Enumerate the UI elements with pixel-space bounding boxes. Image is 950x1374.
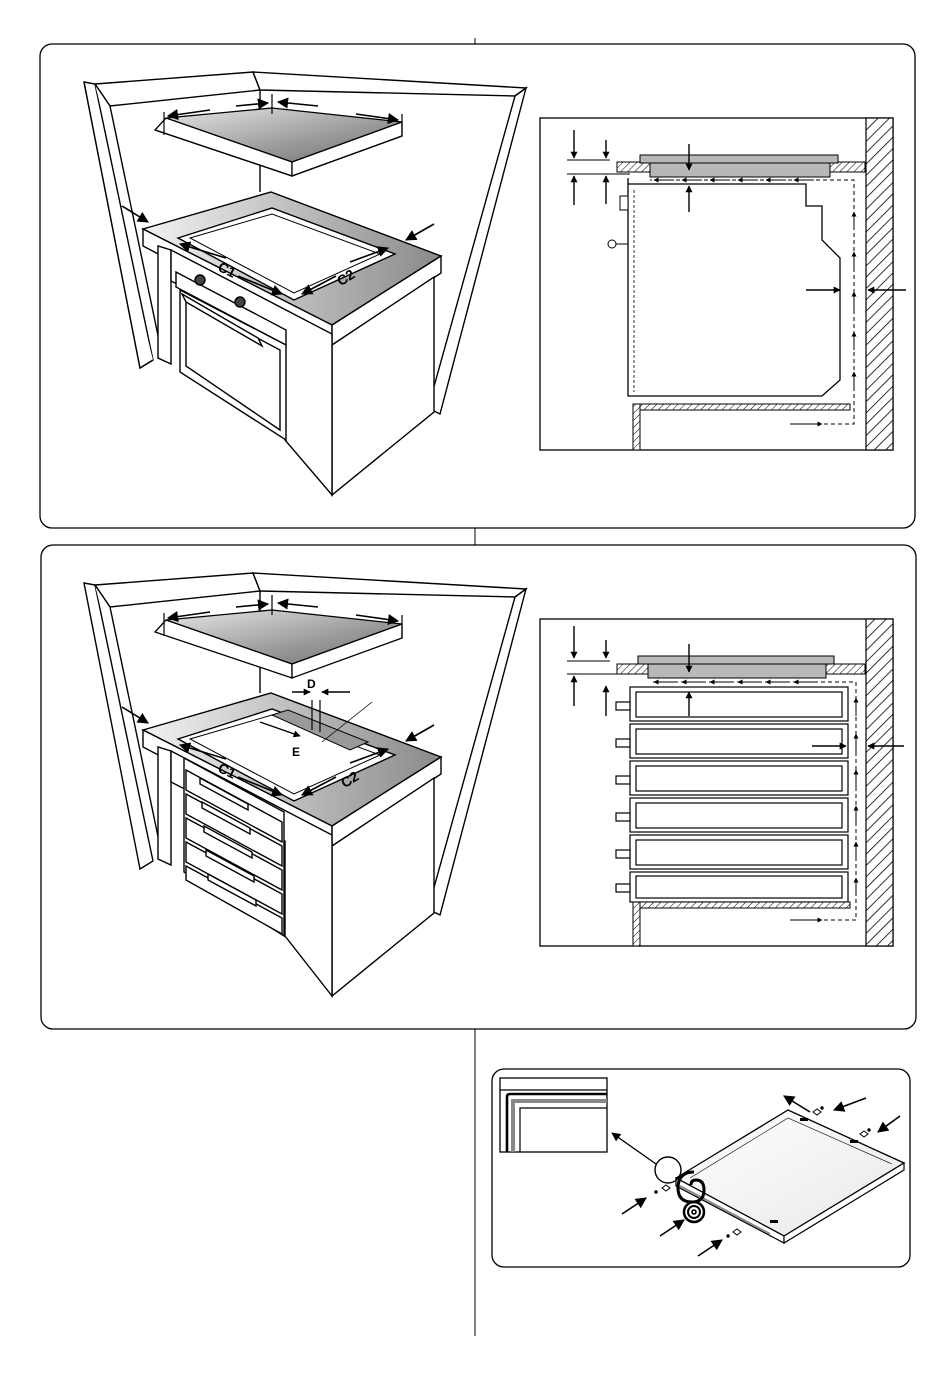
section-view-drawers: [540, 619, 904, 946]
panel-oven-installation: C1 C2: [40, 44, 915, 528]
seal-detail-inset: [500, 1078, 607, 1152]
section-view-oven: [540, 118, 906, 450]
label-e: E: [292, 745, 300, 759]
label-d: D: [307, 677, 316, 691]
panel-drawer-installation: D E C1 C2: [41, 545, 916, 1029]
panel-seal-application: [492, 1069, 910, 1267]
